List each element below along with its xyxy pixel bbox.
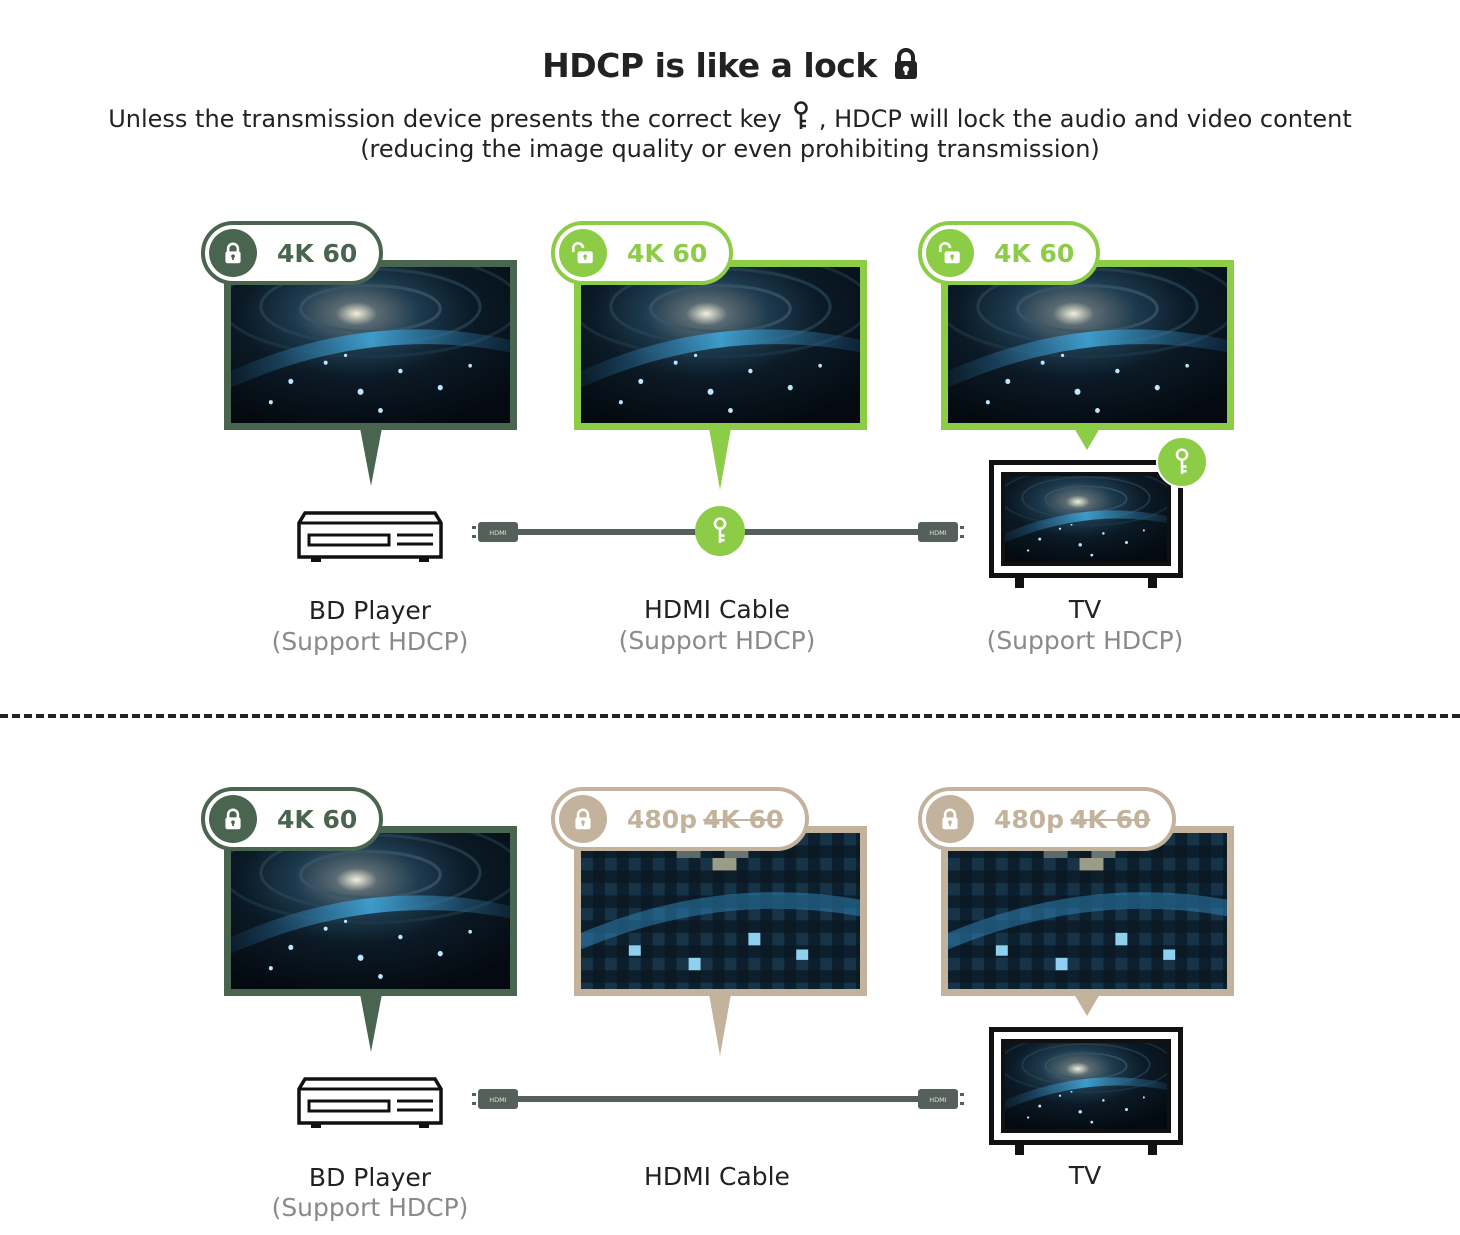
- badge-resolution: 480p: [994, 804, 1065, 834]
- hdmi-plug-right-icon: [918, 1087, 964, 1111]
- lock-closed-icon: [926, 795, 974, 843]
- lock-icon: [894, 48, 918, 88]
- screen-tv-bottom: [941, 826, 1234, 996]
- pixelated-image: [948, 833, 1227, 989]
- lock-closed-icon: [209, 229, 257, 277]
- pointer-bd-top: [360, 428, 382, 486]
- screen-bd-player-top: [224, 260, 517, 430]
- badge-text: 4K 60: [277, 238, 358, 268]
- label-hdmi-cable-note-top: (Support HDCP): [618, 626, 816, 655]
- key-icon: [793, 101, 809, 139]
- badge-tv-top: 4K 60: [918, 221, 1101, 285]
- badge-resolution: 480p: [627, 804, 698, 834]
- label-hdmi-cable-top: HDMI Cable: [644, 595, 790, 624]
- label-tv-note-top: (Support HDCP): [986, 626, 1184, 655]
- badge-bd-top: 4K 60: [201, 221, 384, 285]
- key-icon-cable: [695, 506, 745, 556]
- hdmi-plug-left-icon: [472, 1087, 518, 1111]
- label-bd-player-top: BD Player: [308, 596, 432, 625]
- bd-player-icon: [297, 1076, 443, 1130]
- screen-cable-bottom: [574, 826, 867, 996]
- label-bd-player-note-bottom: (Support HDCP): [271, 1193, 469, 1222]
- subtitle-line-2: (reducing the image quality or even proh…: [360, 135, 1100, 163]
- tv-icon: [989, 460, 1183, 588]
- badge-bd-bottom: 4K 60: [201, 787, 384, 851]
- hdmi-plug-right-icon: [918, 520, 964, 544]
- hdmi-plug-left-icon: [472, 520, 518, 544]
- screen-cable-top: [574, 260, 867, 430]
- hdmi-cable-line: [515, 1096, 920, 1102]
- key-icon-tv: [1156, 436, 1208, 488]
- pointer-tv-bottom: [1074, 994, 1100, 1016]
- lock-closed-icon: [559, 795, 607, 843]
- pointer-bd-bottom: [360, 994, 382, 1052]
- screen-tv-top: [941, 260, 1234, 430]
- space-image: [581, 267, 860, 423]
- space-image: [948, 267, 1227, 423]
- badge-text: 4K 60: [994, 238, 1075, 268]
- label-bd-player-bottom: BD Player: [308, 1163, 432, 1192]
- label-bd-player-note-top: (Support HDCP): [271, 627, 469, 656]
- subtitle-part-b: , HDCP will lock the audio and video con…: [818, 105, 1352, 133]
- badge-text: 4K 60: [627, 238, 708, 268]
- lock-closed-icon: [209, 795, 257, 843]
- pointer-cable-bottom: [709, 994, 731, 1056]
- subtitle-part-a: Unless the transmission device presents …: [108, 105, 782, 133]
- pointer-tv-top: [1074, 428, 1100, 450]
- lock-open-icon: [926, 229, 974, 277]
- label-hdmi-cable-bottom: HDMI Cable: [644, 1162, 790, 1191]
- pixelated-image: [581, 833, 860, 989]
- section-divider: [0, 714, 1460, 718]
- title-text: HDCP is like a lock: [542, 46, 877, 85]
- badge-struck-resolution: 4K 60: [703, 804, 784, 834]
- pointer-cable-top: [709, 428, 731, 490]
- label-tv-top: TV: [1068, 595, 1102, 624]
- space-image: [231, 267, 510, 423]
- badge-text: 4K 60: [277, 804, 358, 834]
- tv-icon: [989, 1027, 1183, 1155]
- bd-player-icon: [297, 510, 443, 564]
- badge-cable-top: 4K 60: [551, 221, 734, 285]
- page-title: HDCP is like a lock: [0, 46, 1460, 88]
- space-image: [231, 833, 510, 989]
- screen-bd-player-bottom: [224, 826, 517, 996]
- subtitle-line-1: Unless the transmission device presents …: [0, 101, 1460, 139]
- lock-open-icon: [559, 229, 607, 277]
- badge-struck-resolution: 4K 60: [1070, 804, 1151, 834]
- label-tv-bottom: TV: [1068, 1161, 1102, 1190]
